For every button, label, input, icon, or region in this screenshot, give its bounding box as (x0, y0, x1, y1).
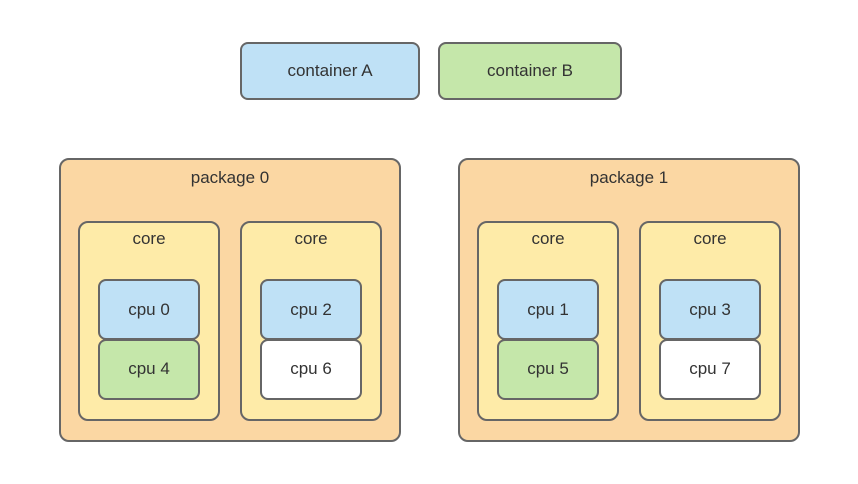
package-0-box: package 0 core cpu 0 cpu 4 core cpu 2 (59, 158, 401, 442)
container-a-label: container A (287, 61, 373, 80)
cpu-3-box: cpu 3 (659, 279, 761, 340)
cpu-0-box: cpu 0 (98, 279, 200, 340)
package-0-core-0-box: core cpu 0 cpu 4 (78, 221, 220, 421)
core-label: core (531, 229, 565, 248)
core-title: core (98, 223, 200, 279)
container-a-box: container A (240, 42, 420, 100)
core-label: core (294, 229, 328, 248)
package-0-cores-row: core cpu 0 cpu 4 core cpu 2 cpu 6 (61, 221, 399, 421)
package-0-label: package 0 (190, 168, 270, 187)
cpu-2-label: cpu 2 (290, 299, 332, 319)
core-title: core (659, 223, 761, 279)
core-title: core (260, 223, 362, 279)
package-1-core-0-box: core cpu 1 cpu 5 (477, 221, 619, 421)
cpu-0-label: cpu 0 (128, 299, 170, 319)
cpu-5-box: cpu 5 (497, 338, 599, 400)
cpu-2-box: cpu 2 (260, 279, 362, 340)
core-title: core (497, 223, 599, 279)
core-label: core (693, 229, 727, 248)
cpu-1-label: cpu 1 (527, 299, 569, 319)
cpu-7-label: cpu 7 (689, 359, 731, 378)
cpu-1-box: cpu 1 (497, 279, 599, 340)
cpu-5-label: cpu 5 (527, 359, 569, 378)
core-label: core (132, 229, 166, 248)
package-0-core-1-box: core cpu 2 cpu 6 (240, 221, 382, 421)
package-1-cores-row: core cpu 1 cpu 5 core cpu 3 cpu 7 (460, 221, 798, 421)
cpu-6-label: cpu 6 (290, 359, 332, 378)
package-1-title: package 1 (460, 160, 798, 221)
package-1-box: package 1 core cpu 1 cpu 5 core cpu 3 (458, 158, 800, 442)
package-0-title: package 0 (61, 160, 399, 221)
cpu-4-label: cpu 4 (128, 359, 170, 378)
package-1-label: package 1 (589, 168, 669, 187)
cpu-6-box: cpu 6 (260, 338, 362, 400)
container-b-box: container B (438, 42, 622, 100)
cpu-4-box: cpu 4 (98, 338, 200, 400)
cpu-7-box: cpu 7 (659, 338, 761, 400)
cpu-3-label: cpu 3 (689, 299, 731, 319)
container-b-label: container B (487, 61, 573, 80)
package-1-core-1-box: core cpu 3 cpu 7 (639, 221, 781, 421)
